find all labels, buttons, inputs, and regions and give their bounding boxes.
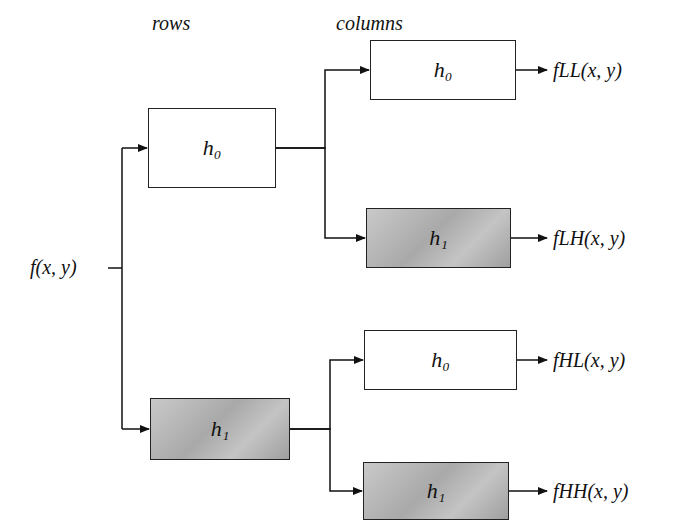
stage-heading: rows bbox=[152, 12, 190, 35]
highpass-filter-box: h₁ bbox=[150, 398, 290, 460]
signal-connector bbox=[290, 429, 362, 491]
split-line bbox=[121, 148, 123, 429]
signal-connector bbox=[290, 360, 363, 429]
signal-connector bbox=[276, 70, 369, 148]
input-line bbox=[108, 267, 122, 269]
lowpass-filter-box: h₀ bbox=[364, 330, 517, 390]
lowpass-filter-box: h₀ bbox=[148, 108, 276, 188]
input-signal: f(x, y) bbox=[30, 256, 77, 279]
filter-name: h₁ bbox=[429, 225, 448, 251]
output-signal: fLL(x, y) bbox=[553, 59, 622, 82]
filter-name: h₀ bbox=[431, 347, 450, 373]
output-signal: fLH(x, y) bbox=[553, 227, 625, 250]
input-arrow bbox=[122, 428, 149, 430]
output-signal: fHL(x, y) bbox=[553, 349, 625, 372]
output-arrow bbox=[517, 359, 547, 361]
output-arrow bbox=[516, 69, 547, 71]
highpass-filter-box: h₁ bbox=[366, 208, 511, 268]
output-arrow bbox=[509, 490, 547, 492]
stage-heading: columns bbox=[336, 12, 403, 35]
filter-name: h₀ bbox=[203, 135, 222, 161]
filter-name: h₀ bbox=[434, 57, 453, 83]
output-arrow bbox=[511, 237, 547, 239]
filter-name: h₁ bbox=[211, 416, 230, 442]
input-arrow bbox=[122, 147, 147, 149]
filter-name: h₁ bbox=[427, 478, 446, 504]
lowpass-filter-box: h₀ bbox=[370, 40, 516, 100]
output-signal: fHH(x, y) bbox=[553, 480, 629, 503]
signal-connector bbox=[276, 148, 365, 238]
highpass-filter-box: h₁ bbox=[363, 462, 509, 520]
